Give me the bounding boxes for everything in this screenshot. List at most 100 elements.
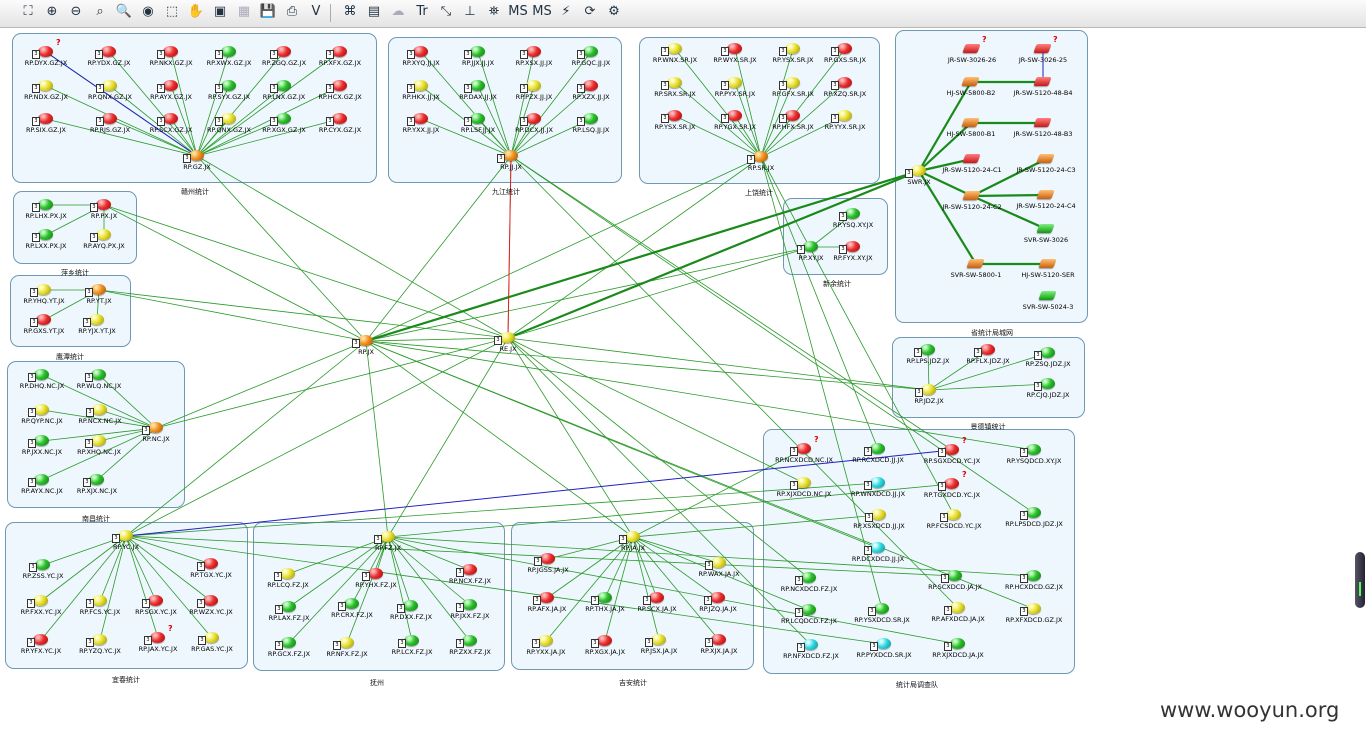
link-line (760, 156, 883, 610)
node-label: RP.PYXDCD.SR.JX (856, 651, 912, 659)
router-icon (710, 592, 725, 603)
router-icon (538, 635, 553, 646)
group-prov[interactable] (895, 30, 1088, 323)
layout-icon[interactable]: ⤡ (440, 4, 452, 19)
router-icon (753, 151, 768, 162)
tree-icon[interactable]: ⊥ (464, 4, 476, 19)
device-badge-icon: 3 (142, 426, 150, 435)
group-yt[interactable] (10, 275, 131, 347)
link-line (98, 289, 367, 342)
zoom-in-icon[interactable]: ⊕ (46, 4, 58, 19)
device-badge-icon: 3 (797, 643, 805, 652)
device-badge-icon: 3 (520, 117, 528, 126)
save-icon[interactable]: 💾 (259, 4, 277, 19)
topology-canvas[interactable]: 赣州统计九江统计上饶统计省统计局城网萍乡统计鹰潭统计新余统计南昌统计景德镇统计宜… (0, 28, 1366, 738)
router-icon (583, 113, 598, 124)
router-icon (413, 113, 428, 124)
node-label: JR-SW-5120-24-C2 (942, 203, 1002, 211)
nodes-icon[interactable]: ⌘ (343, 4, 357, 19)
group-xy[interactable] (783, 198, 888, 275)
zoom-region-icon[interactable]: ⌕ (96, 4, 104, 19)
node-label: RP.GXS.SR.JX (823, 56, 867, 64)
device-badge-icon: 3 (864, 447, 872, 456)
unknown-status-icon: ? (962, 436, 967, 445)
unknown-status-icon: ? (1053, 35, 1058, 44)
node-label: RP.WYX.SR.JX (713, 56, 757, 64)
device-badge-icon: 3 (333, 641, 341, 650)
node-label: RP.FXX.YC.JX (20, 608, 62, 616)
device-badge-icon: 3 (1020, 448, 1028, 457)
zoom-fit-icon[interactable]: ⛶ (23, 4, 33, 19)
link-line (196, 85, 285, 157)
zoom-out-icon[interactable]: ⊖ (70, 4, 82, 19)
side-scroll-handle[interactable] (1355, 552, 1365, 608)
zoom-icon[interactable]: 🔍 (115, 4, 133, 19)
pan-hand-icon[interactable]: ✋ (187, 4, 205, 19)
router-icon (413, 80, 428, 91)
device-badge-icon: 3 (868, 607, 876, 616)
binoculars-icon[interactable]: ⛯ (488, 4, 500, 19)
node-label: RP.SR.JX (747, 164, 775, 172)
device-badge-icon: 3 (142, 599, 150, 608)
device-badge-icon: 3 (85, 439, 93, 448)
visio-icon[interactable]: V (311, 4, 321, 19)
settings-icon[interactable]: ⚙ (608, 4, 620, 19)
trunk-link-line (918, 81, 972, 172)
device-badge-icon: 3 (577, 117, 585, 126)
router-icon (358, 335, 373, 346)
link-line (196, 118, 285, 157)
disabled-icon[interactable]: ▦ (237, 4, 251, 19)
node-label: RP.YSXDCD.SR.JX (854, 616, 910, 624)
router-icon (403, 600, 418, 611)
link-line (125, 535, 157, 602)
node-label: RP.XYQ.JJ.JX (402, 59, 440, 67)
router-icon (911, 165, 926, 176)
device-badge-icon: 3 (831, 81, 839, 90)
node-label: RP.NCXDCD.FZ.JX (780, 585, 838, 593)
device-badge-icon: 3 (112, 534, 120, 543)
alarm-link-line (507, 155, 512, 339)
group-name: 南昌统计 (82, 515, 110, 523)
device-badge-icon: 3 (28, 408, 36, 417)
device-badge-icon: 3 (197, 599, 205, 608)
ms-tp-icon[interactable]: MS (508, 4, 528, 19)
node-label: RP.SCX.JA.JX (637, 605, 677, 613)
node-label: RP.LPS.JDZ.JX (906, 357, 950, 365)
select-icon[interactable]: ⬚ (165, 4, 179, 19)
toolbar: ⛶ ⊕ ⊖ ⌕ 🔍 ◉ ⬚ ✋ ▣ ▦ 💾 ⎙ V ⌘ ▤ ☁ Tr ⤡ ⊥ ⛯ MS MS ⚡ ⟳ ⚙ (0, 0, 1366, 28)
group-name: 吉安统计 (619, 679, 647, 687)
router-icon (500, 332, 515, 343)
device-badge-icon: 3 (464, 84, 472, 93)
node-label: SVR-SW-5024-3 (1022, 303, 1074, 311)
cloud-icon[interactable]: ☁ (391, 4, 405, 19)
print-icon[interactable]: ⎙ (286, 4, 298, 19)
flash-icon[interactable]: ⚡ (561, 4, 571, 19)
router-icon (462, 564, 477, 575)
device-icon[interactable]: ▤ (367, 4, 381, 19)
text-icon[interactable]: Tr (416, 4, 428, 19)
group-dcd[interactable] (763, 429, 1075, 674)
topology-links (40, 48, 1049, 646)
link-line (507, 337, 930, 391)
image-export-icon[interactable]: ▣ (213, 4, 227, 19)
trunk-link-line (918, 122, 972, 172)
router-icon (526, 113, 541, 124)
node-label: RP.CJQ.JDZ.JX (1026, 391, 1070, 399)
link-line (760, 115, 794, 158)
device-badge-icon: 3 (338, 602, 346, 611)
node-label: RP.WNXDCD.JJ.JX (850, 490, 906, 498)
link-line (365, 340, 1035, 451)
refresh-icon[interactable]: ⟳ (584, 4, 596, 19)
link-line (365, 340, 389, 538)
link-line (477, 85, 512, 157)
link-line (387, 536, 1035, 577)
eye-icon[interactable]: ◉ (142, 4, 154, 19)
link-line (674, 82, 762, 158)
ms-tp2-icon[interactable]: MS (532, 4, 552, 19)
node-label: HJ-SW-5800-B1 (946, 130, 996, 138)
device-badge-icon: 3 (96, 84, 104, 93)
router-icon (651, 634, 666, 645)
device-badge-icon: 3 (270, 117, 278, 126)
node-label: SVR-SW-5800-1 (950, 271, 1002, 279)
link-line (365, 340, 634, 538)
